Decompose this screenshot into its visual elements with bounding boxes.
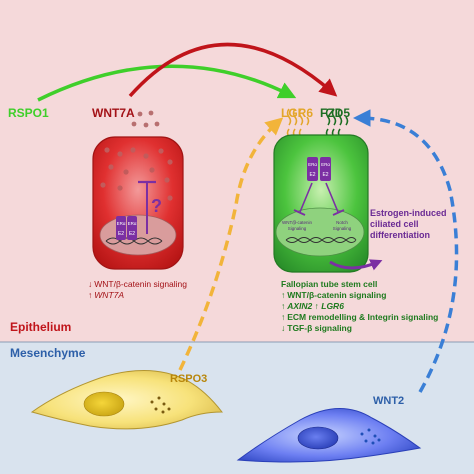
green-stem-cell: ERα E2 ERα E2 WNT/β-catenin Signaling No… — [273, 134, 369, 273]
wnt7a-secreted-dots — [131, 110, 160, 128]
green-inhibition-right — [325, 182, 339, 213]
mesenchyme-label: Mesenchyme — [10, 346, 86, 360]
outcome-line-2: ciliated cell — [370, 219, 419, 229]
green-era-right-box — [320, 157, 331, 181]
differentiation-arrow — [329, 259, 383, 271]
red-effect-1: ↓WNT/β-catenin signaling — [88, 279, 187, 289]
outcome-line-1: Estrogen-induced — [370, 208, 447, 218]
green-e2-right: E2 — [322, 172, 328, 178]
red-e2-right: E2 — [129, 231, 135, 237]
wnt7a-to-fzd5-arrow — [128, 42, 338, 98]
epithelium-region — [0, 0, 474, 342]
rspo1-label: RSPO1 — [8, 106, 49, 120]
rspo3-secreted-dots — [150, 396, 171, 414]
notch-signaling-label-1: Notch — [336, 220, 348, 225]
outcome-line-3: differentiation — [370, 230, 430, 240]
wnt7a-label: WNT7A — [92, 106, 135, 120]
wnt2-label: WNT2 — [373, 395, 404, 407]
red-effect-2: ↑WNT7A — [88, 290, 124, 300]
wnt2-to-fzd5-arrow — [353, 109, 459, 393]
red-era-left-box — [116, 216, 126, 240]
rspo3-label: RSPO3 — [170, 373, 207, 385]
green-era-right: ERα — [321, 162, 330, 167]
red-era-right-box — [127, 216, 137, 240]
yellow-mesenchymal-cell — [30, 370, 224, 430]
green-cell-nucleus — [275, 207, 365, 257]
epithelium-label: Epithelium — [10, 320, 71, 334]
stem-cell-title: Fallopian tube stem cell — [281, 279, 377, 289]
red-question-mark: ? — [151, 196, 162, 216]
green-e2-left: E2 — [309, 172, 315, 178]
green-inhibition-right-bar — [332, 209, 345, 216]
green-effect-1: ↑WNT/β-catenin signaling — [281, 290, 386, 300]
green-inhibition-left-bar — [293, 209, 306, 216]
red-cell-vesicles — [100, 147, 173, 201]
red-e2-left: E2 — [118, 231, 124, 237]
green-effect-2: ↑AXIN2 ↑ LGR6 — [281, 301, 344, 311]
yellow-cell-nucleus — [83, 391, 125, 417]
red-era-left: ERα — [117, 221, 126, 226]
blue-mesenchymal-cell — [236, 408, 422, 463]
red-era-right: ERα — [128, 221, 137, 226]
red-cell-dna — [105, 237, 163, 245]
green-era-left: ERα — [308, 162, 317, 167]
green-inhibition-left — [299, 182, 313, 213]
notch-signaling-label-2: Signaling — [333, 226, 352, 231]
wnt-signaling-label-1: WNT/β-catenin — [282, 220, 313, 225]
rspo3-to-lgr6-arrow — [178, 117, 284, 371]
wnt-signaling-label-2: Signaling — [288, 226, 307, 231]
green-cell-dna — [285, 237, 357, 243]
blue-cell-nucleus — [297, 426, 339, 450]
green-era-left-box — [307, 157, 318, 181]
green-effect-4: ↓TGF-β signaling — [281, 323, 352, 333]
red-epithelial-cell: ERα E2 ERα E2 ? — [92, 136, 184, 270]
wnt2-secreted-dots — [360, 428, 381, 445]
rspo1-to-lgr6-arrow — [37, 64, 297, 102]
red-cell-nucleus — [99, 214, 177, 256]
green-effect-3: ↑ECM remodelling & Integrin signaling — [281, 312, 438, 322]
